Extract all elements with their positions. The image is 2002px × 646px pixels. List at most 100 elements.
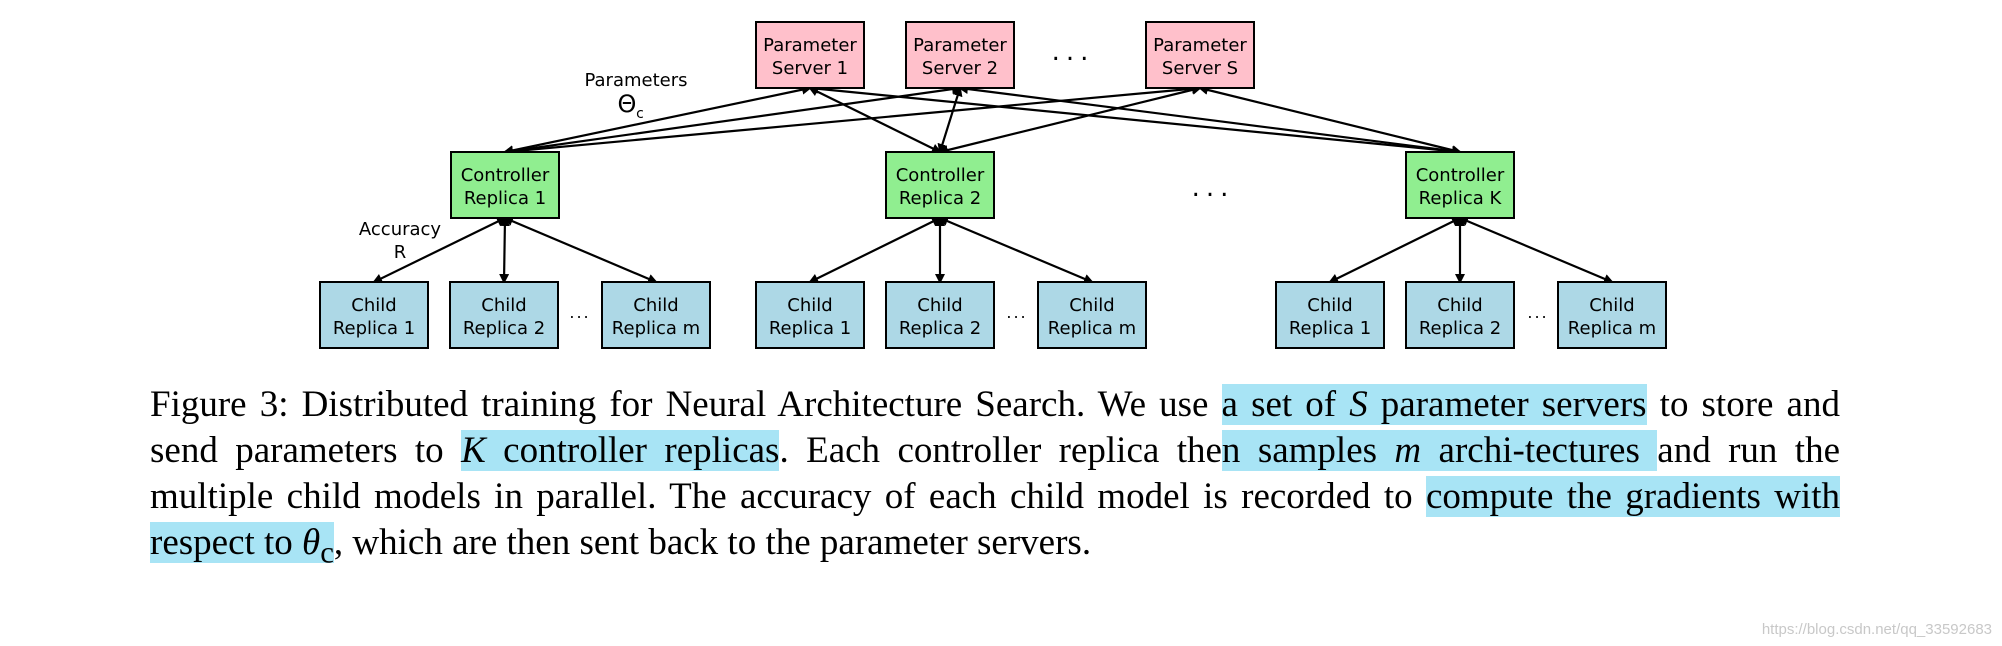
- child-replica-g2-2-line2: Replica 2: [899, 318, 981, 339]
- theta-symbol: Θ: [618, 90, 637, 118]
- edge-controller2-child3: [938, 216, 1094, 284]
- child-replica-g2-1-line1: Child: [787, 295, 832, 316]
- child-replica-g3-2-rect: [1405, 281, 1515, 349]
- edge-controller2-server3: [938, 85, 1202, 155]
- servers-ellipsis: ...: [1052, 37, 1095, 67]
- controller-replica-1-line1: Controller: [461, 165, 550, 186]
- parameter-server-3-line2: Server S: [1162, 58, 1238, 79]
- controller-replica-3-line2: Replica K: [1419, 188, 1503, 209]
- parameter-server-1-line2: Server 1: [772, 58, 848, 79]
- parameter-server-2-rect: [905, 21, 1015, 89]
- controller-replica-3-line1: Controller: [1416, 165, 1505, 186]
- child-replica-g3-1-rect: [1275, 281, 1385, 349]
- caption-text-5: , which are then sent back to the parame…: [333, 522, 1092, 563]
- child-replica-g1-1-line1: Child: [351, 295, 396, 316]
- edge-controller3-server3: [1198, 85, 1462, 155]
- edge-controller1-child2: [499, 216, 510, 284]
- children-ellipsis-1: ...: [569, 303, 590, 322]
- figure-caption: Figure 3: Distributed training for Neura…: [150, 382, 1840, 575]
- edge-controller3-child1: [1328, 217, 1462, 283]
- child-replica-g3-1-line1: Child: [1307, 295, 1352, 316]
- edge-controller3-server1: [808, 83, 1462, 157]
- child-replica-g2-3-line2: Replica m: [1048, 318, 1136, 339]
- child-replica-g2-3-rect: [1037, 281, 1147, 349]
- caption-theta-sub: c: [320, 535, 334, 570]
- controllers-ellipsis: ...: [1192, 173, 1235, 203]
- child-replica-g3-1-line2: Replica 1: [1289, 318, 1371, 339]
- parameter-server-1-line1: Parameter: [763, 35, 857, 56]
- controller-replica-2-line1: Controller: [896, 165, 985, 186]
- caption-h3b: archi-tectures: [1421, 430, 1658, 471]
- controller-replica-3-rect: [1405, 151, 1515, 219]
- child-replica-g1-1-line2: Replica 1: [333, 318, 415, 339]
- child-replica-g2-1-line2: Replica 1: [769, 318, 851, 339]
- edge-controller3-child3: [1458, 216, 1614, 284]
- child-replica-g2-2-rect: [885, 281, 995, 349]
- theta-subscript: c: [636, 106, 644, 122]
- edge-controller2-server2: [937, 86, 963, 154]
- caption-text-4: and run the multiple child models in par…: [150, 430, 1841, 517]
- caption-h3a: n samples: [1221, 430, 1395, 471]
- controller-replica-2-line2: Replica 2: [899, 188, 981, 209]
- caption-var-s: S: [1349, 384, 1368, 425]
- controller-replica-1-rect: [450, 151, 560, 219]
- accuracy-label: Accuracy: [359, 219, 442, 240]
- parameters-label: Parameters: [584, 70, 687, 91]
- children-ellipsis-2: ...: [1006, 303, 1027, 322]
- edge-controller2-server1: [808, 87, 942, 153]
- edge-controller1-server3: [503, 83, 1202, 157]
- child-replica-g1-3-line2: Replica m: [612, 318, 700, 339]
- controller-replica-1-line2: Replica 1: [464, 188, 546, 209]
- caption-highlight-3: n samples m archi-tectures: [1221, 430, 1658, 471]
- child-replica-g1-1-rect: [319, 281, 429, 349]
- accuracy-sub-label: R: [394, 242, 407, 263]
- caption-var-m: m: [1394, 430, 1422, 471]
- child-replica-g3-3-line2: Replica m: [1568, 318, 1656, 339]
- child-replica-g1-2-line2: Replica 2: [463, 318, 545, 339]
- watermark: https://blog.csdn.net/qq_33592683: [1761, 621, 1992, 638]
- child-replica-g2-2-line1: Child: [917, 295, 962, 316]
- child-replica-g1-3-rect: [601, 281, 711, 349]
- parameter-server-3-line1: Parameter: [1153, 35, 1247, 56]
- caption-h2b: controller replicas: [485, 430, 780, 471]
- parameter-server-2-line2: Server 2: [922, 58, 998, 79]
- edge-controller1-child3: [503, 216, 658, 284]
- caption-highlight-2: K controller replicas: [461, 430, 780, 471]
- caption-text-3: . Each controller replica the: [779, 430, 1222, 471]
- caption-h1b: parameter servers: [1367, 384, 1647, 425]
- parameter-server-1-rect: [755, 21, 865, 89]
- edges-layer: [372, 83, 1614, 284]
- child-replica-g1-3-line1: Child: [633, 295, 678, 316]
- caption-h4a: compute the gradients with respect to: [150, 476, 1840, 563]
- children-ellipsis-3: ...: [1527, 303, 1548, 322]
- caption-text-2: to store and send parameters to: [150, 384, 1840, 471]
- parameter-server-3-rect: [1145, 21, 1255, 89]
- child-replica-g3-3-rect: [1557, 281, 1667, 349]
- caption-var-theta: θ: [302, 522, 321, 563]
- edge-controller1-server2: [503, 84, 962, 156]
- child-replica-g3-2-line1: Child: [1437, 295, 1482, 316]
- child-replica-g3-2-line2: Replica 2: [1419, 318, 1501, 339]
- child-replica-g3-3-line1: Child: [1589, 295, 1634, 316]
- parameter-server-2-line1: Parameter: [913, 35, 1007, 56]
- edge-controller1-child1: [372, 217, 507, 283]
- caption-h1a: a set of: [1221, 384, 1350, 425]
- child-replica-g1-2-rect: [449, 281, 559, 349]
